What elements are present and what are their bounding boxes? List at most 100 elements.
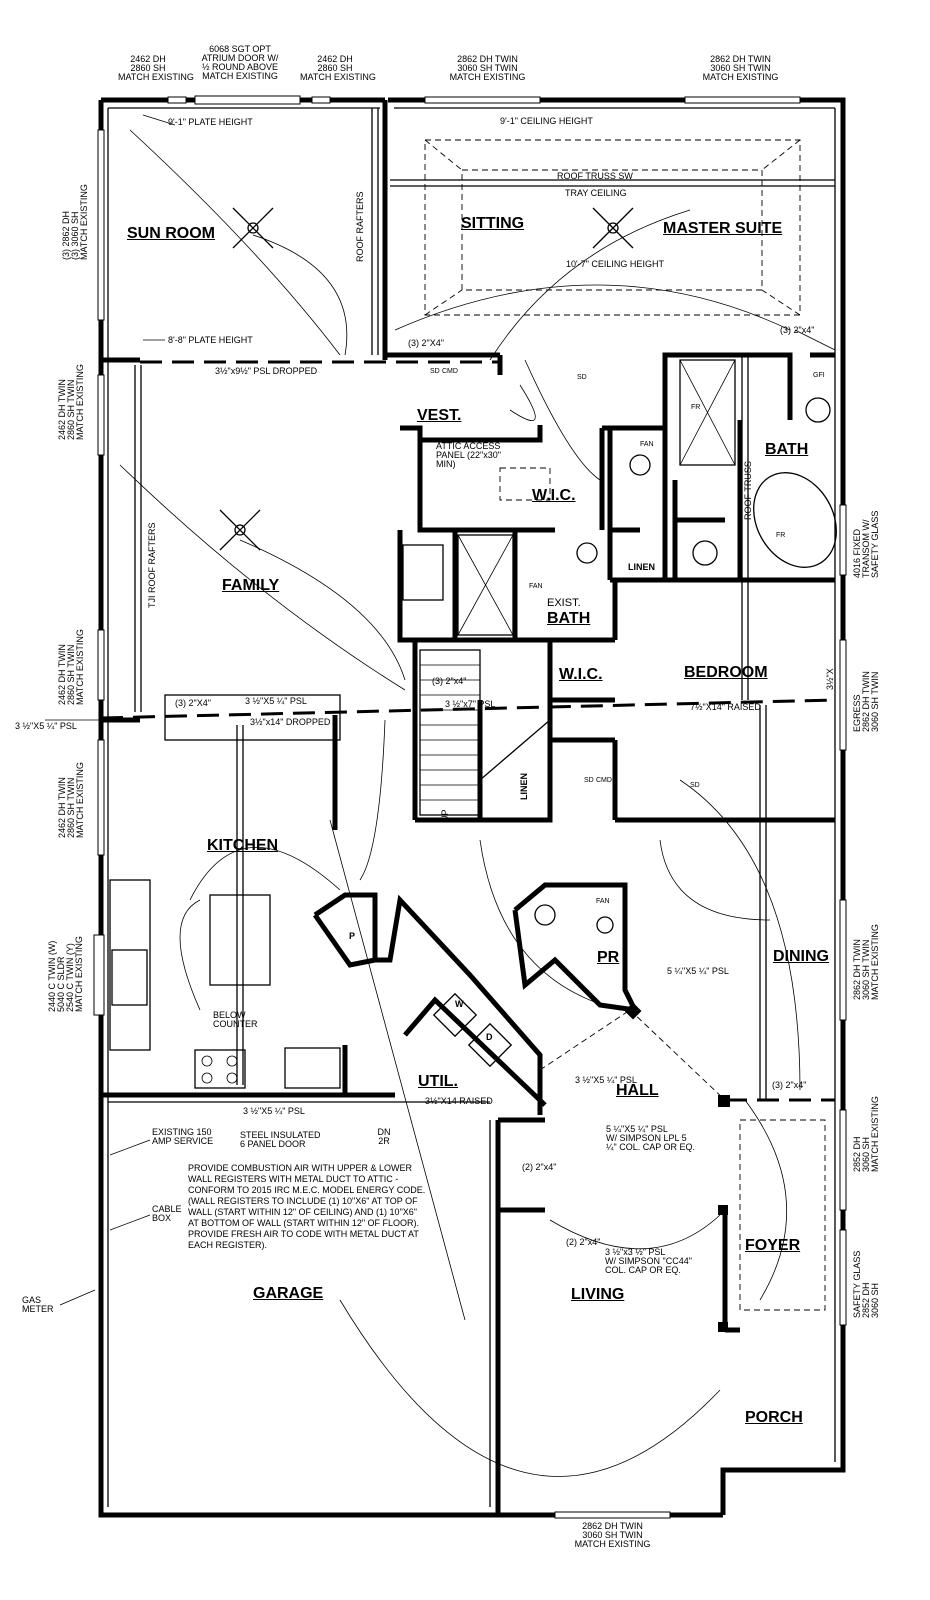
room-label-living: LIVING [571,1286,625,1303]
room-label-bedroom: BEDROOM [684,664,768,681]
co-detector-label: CMD [442,368,458,375]
toilet-icon [629,454,651,476]
kitchen-counter [109,879,151,1051]
smoke-detector-label: SD [577,374,587,381]
raised-note: 3½"X14 RAISED [425,1096,493,1106]
smoke-detector-label: SD [584,777,594,784]
plate-height-note: 9'-1" PLATE HEIGHT [168,117,253,127]
vanity-icon [402,544,444,601]
dryer-icon [467,1022,513,1068]
psl-note: 3 ½"X5 ¼" PSL [575,1075,637,1085]
psl-note: 3 ½"x7" PSL [445,699,496,709]
shower-icon [679,359,736,466]
room-label-bath-master: BATH [765,441,809,458]
room-label-sun-room: SUN ROOM [127,225,215,242]
toilet-icon [534,904,556,926]
psl-note: 3 ½"X5 ¼" PSL [15,721,77,731]
ceiling-height-note: 9'-1" CEILING HEIGHT [500,116,593,126]
column-icon [718,1095,730,1107]
psl-note: 5 ¼"X5 ¼" PSL [667,966,729,976]
roof-truss-note: ROOF TRUSS SW [557,171,633,181]
room-label-pr: PR [597,949,620,966]
psl-note: 3½"x9½" PSL DROPPED [215,366,318,376]
room-label-dining: DINING [773,948,829,965]
electrical-wiring [119,129,801,1477]
toilet-icon [576,542,598,564]
header-note: (3) 2"x4" [780,325,815,335]
fr-label: FR [691,404,701,411]
column-icon [624,1002,642,1020]
header-note: (3) 2"x4" [772,1080,807,1090]
raised-note: 3½"X [825,668,835,690]
kitchen-island [209,894,271,986]
fixtures [109,207,837,1332]
leader-lines [45,114,836,1306]
washer-label: W [455,999,464,1009]
ceiling-height-note: 10'-7" CEILING HEIGHT [566,259,664,269]
header-note: (3) 2"X4" [175,698,211,708]
header-note: (3) 2"x4" [432,676,467,686]
co-detector-label: CMD [596,777,612,784]
room-label-vest: VEST. [417,407,462,424]
stair-icon [419,649,551,816]
ceiling-fan-icon [219,509,261,551]
stair-up-label: UP [440,809,450,822]
ceiling-fan-icon [592,207,634,249]
header-note: (2) 2"x4" [522,1162,557,1172]
room-label-foyer: FOYER [745,1237,801,1254]
room-label-family: FAMILY [222,577,280,594]
plate-height-note: 8'-8" PLATE HEIGHT [168,335,253,345]
smoke-detector-label: SD [690,782,700,789]
tray-ceiling [424,139,826,1311]
psl-note: 3 ½"X5 ¼" PSL [243,1106,305,1116]
interior-walls [101,100,835,1515]
exterior-walls [98,97,846,1518]
dropped-note: 3½"x14" DROPPED [250,717,331,727]
sink-icon [692,540,718,566]
kitchen-sink-icon [111,949,148,1006]
room-label-wic-2: W.I.C. [559,666,603,683]
room-label-garage: GARAGE [253,1285,324,1302]
refrigerator-icon [284,1047,341,1089]
exist-note: EXIST. [547,597,581,609]
washer-icon [432,992,478,1038]
sink-icon [805,397,831,423]
column-icon [718,1205,728,1215]
fan-label: FAN [596,898,610,905]
pantry-label: P [349,931,356,941]
header-note: (2) 2"x4" [566,1237,601,1247]
room-label-util: UTIL. [418,1073,458,1090]
room-label-master-suite: MASTER SUITE [663,220,783,237]
room-label-exist-bath: BATH [547,610,591,627]
fan-label: FAN [640,441,654,448]
room-label-porch: PORCH [745,1409,803,1426]
range-icon [194,1049,246,1089]
fr-label: FR [776,532,786,539]
smoke-detector-label: SD [430,368,440,375]
room-label-hall: HALL [616,1082,659,1099]
raised-note: 7½"X14" RAISED [690,702,761,712]
sink-icon [596,916,614,934]
